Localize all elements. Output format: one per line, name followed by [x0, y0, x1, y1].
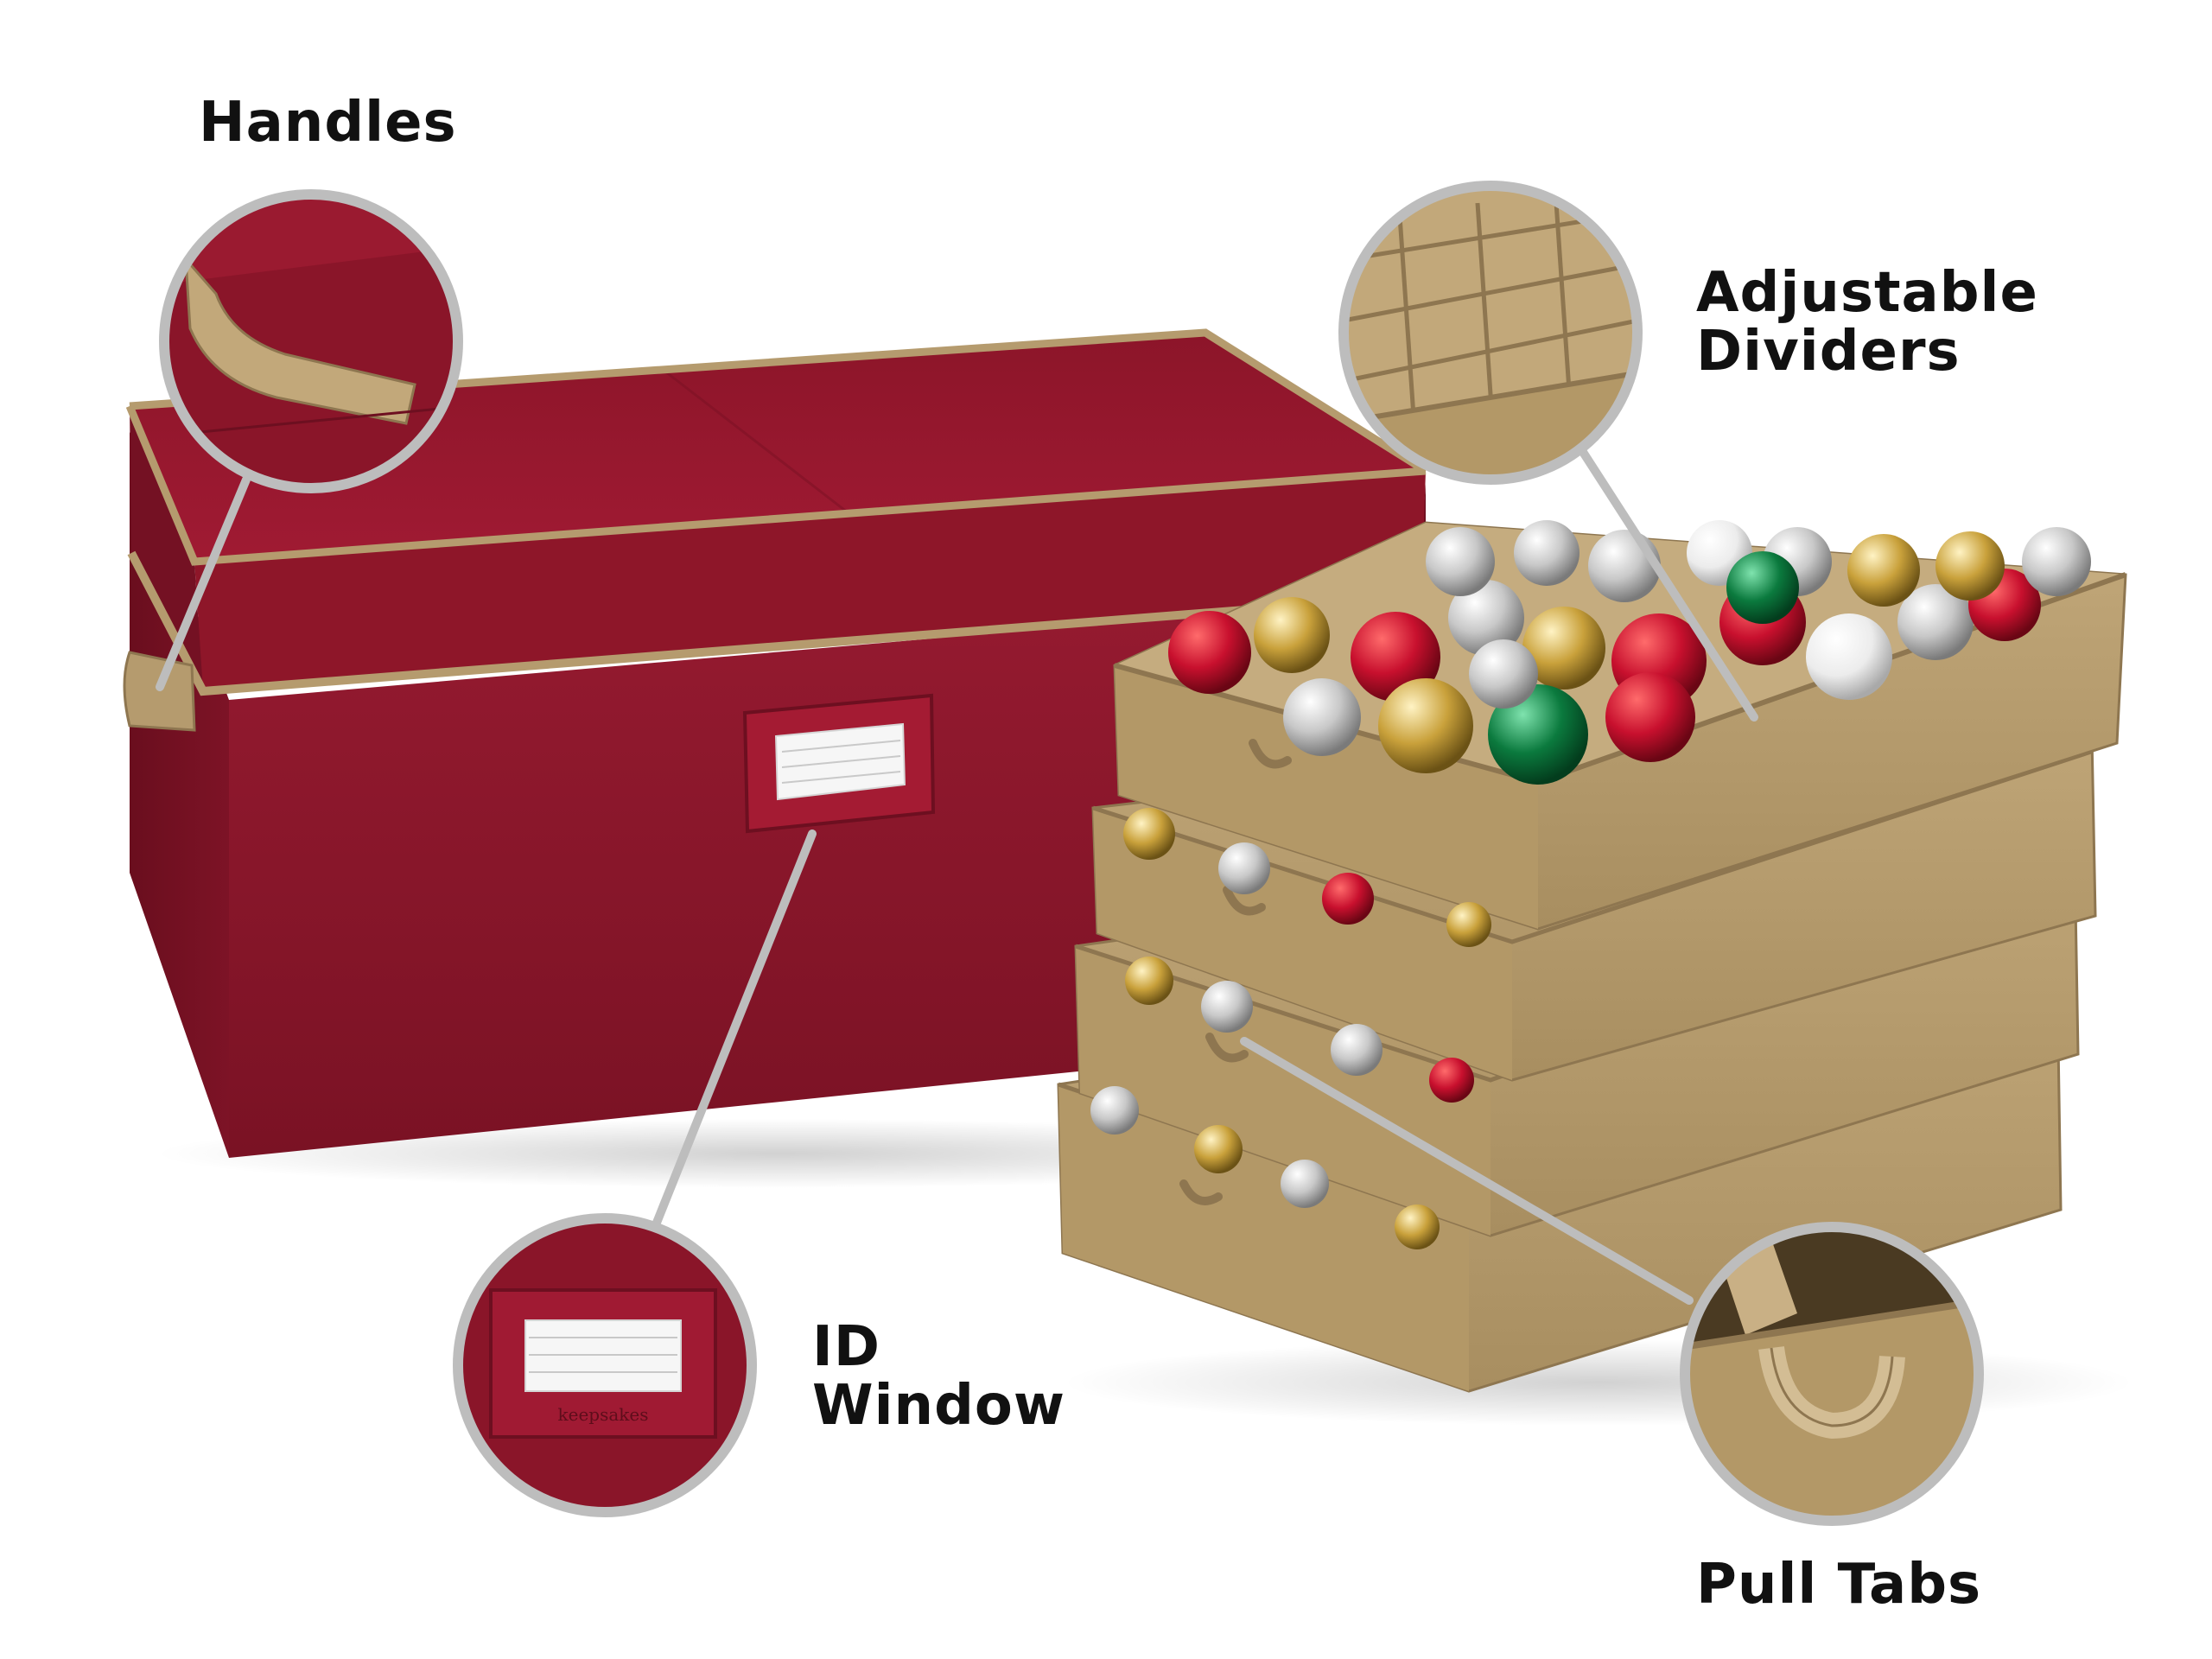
callout-label-handles: Handles [199, 93, 457, 152]
callout-circle-dividers [1338, 181, 1643, 485]
side-handle [123, 651, 196, 732]
callout-label-pulltabs: Pull Tabs [1696, 1555, 1981, 1614]
callout-circle-idwindow: keepsakes [453, 1213, 757, 1517]
tray-stack [1057, 520, 2127, 1393]
callout-circle-pulltabs [1680, 1222, 1984, 1526]
dividers-label-line1: Adjustable [1696, 261, 2038, 325]
brand-stamp: keepsakes [558, 1404, 649, 1425]
callout-label-dividers: Adjustable Dividers [1696, 264, 2038, 381]
idwindow-label-line1: ID [812, 1315, 880, 1379]
box-id-window [742, 693, 936, 834]
callout-lines [156, 445, 1758, 1305]
idwindow-label-line2: Window [812, 1374, 1065, 1438]
callout-label-idwindow: ID Window [812, 1318, 1065, 1435]
dividers-label-line2: Dividers [1696, 320, 1961, 384]
handles-label: Handles [199, 91, 457, 155]
lower-ornaments [1090, 808, 1491, 1249]
pulltabs-label: Pull Tabs [1696, 1553, 1982, 1617]
